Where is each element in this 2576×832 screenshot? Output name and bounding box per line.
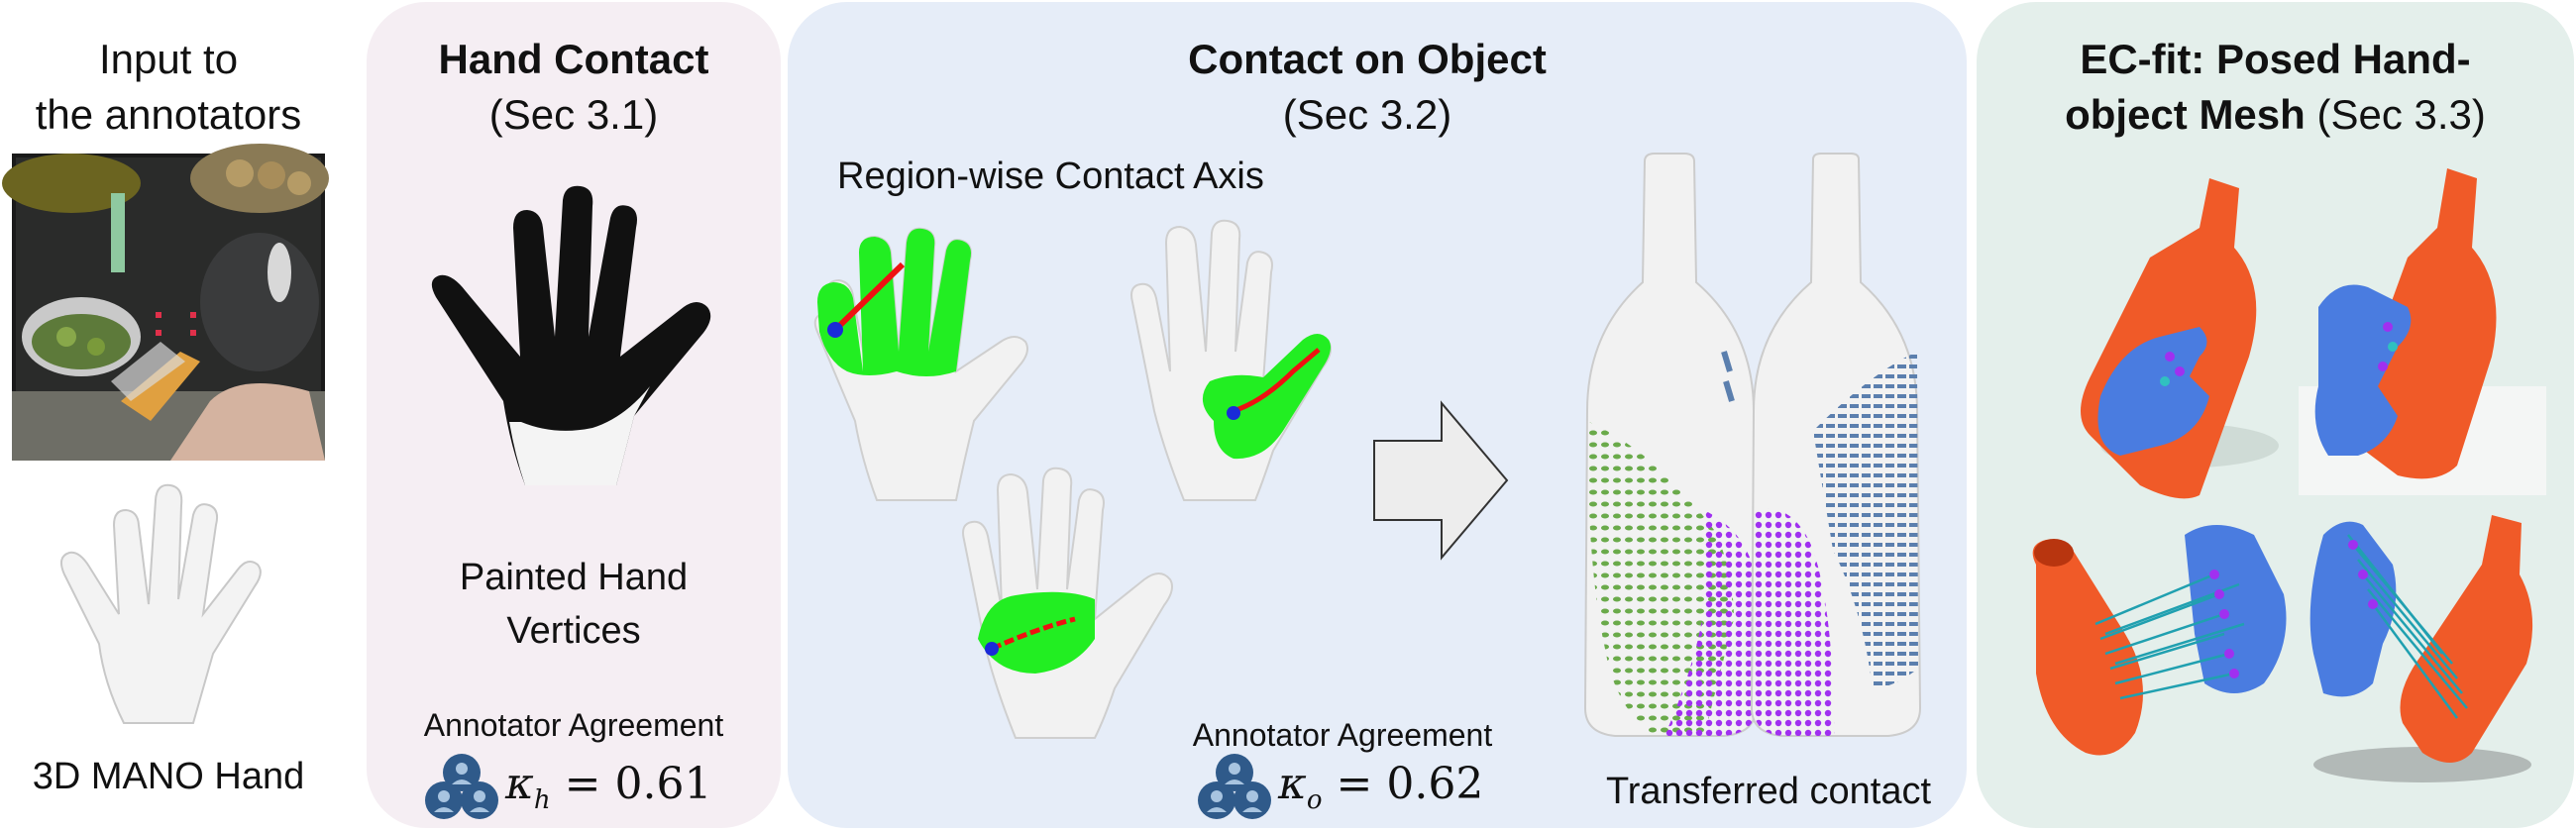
input-title-line1: Input to [98, 36, 239, 82]
kappa-subscript: o [1306, 784, 1323, 815]
region-hand-palm-right [1130, 219, 1332, 501]
contact-object-title: Contact on Object [1188, 36, 1547, 82]
kappa-h-value: κh = 0.61 [505, 759, 711, 815]
ecfit-view-top-left [2081, 178, 2279, 499]
ecfit-title-rest: (Sec 3.3) [2305, 91, 2486, 138]
ecfit-view-top-right [2299, 168, 2546, 495]
transferred-contact-label: Transferred contact [1605, 771, 1932, 812]
ecfit-view-bottom-right [2309, 515, 2533, 782]
region-hand-fingers [813, 227, 1028, 501]
kappa-subscript: h [533, 784, 551, 815]
arrow-right-icon [1373, 400, 1509, 561]
painted-caption-line2: Vertices [506, 610, 641, 652]
object-agreement-label: Annotator Agreement [1192, 717, 1493, 753]
hand-agreement-label: Annotator Agreement [423, 707, 724, 743]
painted-caption-line1: Painted Hand [459, 557, 689, 598]
ecfit-title-line2: object Mesh (Sec 3.3) [1977, 87, 2574, 143]
kappa-symbol: κ [505, 759, 534, 809]
kappa-symbol: κ [1278, 759, 1307, 809]
kappa-number: = 0.62 [1336, 759, 1484, 809]
kappa-number: = 0.61 [564, 759, 712, 809]
region-axis-label: Region-wise Contact Axis [837, 156, 1264, 197]
region-hand-palm-bottom [962, 467, 1173, 739]
transferred-contact-bottles [1583, 153, 1922, 737]
painted-hand-icon [431, 185, 711, 485]
ecfit-view-bottom-left [2032, 525, 2287, 756]
contact-object-section: (Sec 3.2) [1282, 91, 1452, 138]
hand-contact-section: (Sec 3.1) [488, 91, 659, 138]
kappa-o-value: κo = 0.62 [1278, 759, 1483, 815]
annotators-icon [1198, 754, 1271, 819]
annotators-icon [425, 754, 498, 819]
mano-hand-caption: 3D MANO Hand [32, 756, 305, 797]
input-video-frame [2, 144, 329, 461]
hand-contact-title: Hand Contact [438, 36, 709, 82]
mano-hand-icon [59, 483, 262, 724]
ecfit-title-bold: object Mesh [2065, 91, 2306, 138]
input-title-line2: the annotators [35, 91, 302, 138]
ecfit-title-line1: EC-fit: Posed Hand- [2080, 36, 2471, 82]
